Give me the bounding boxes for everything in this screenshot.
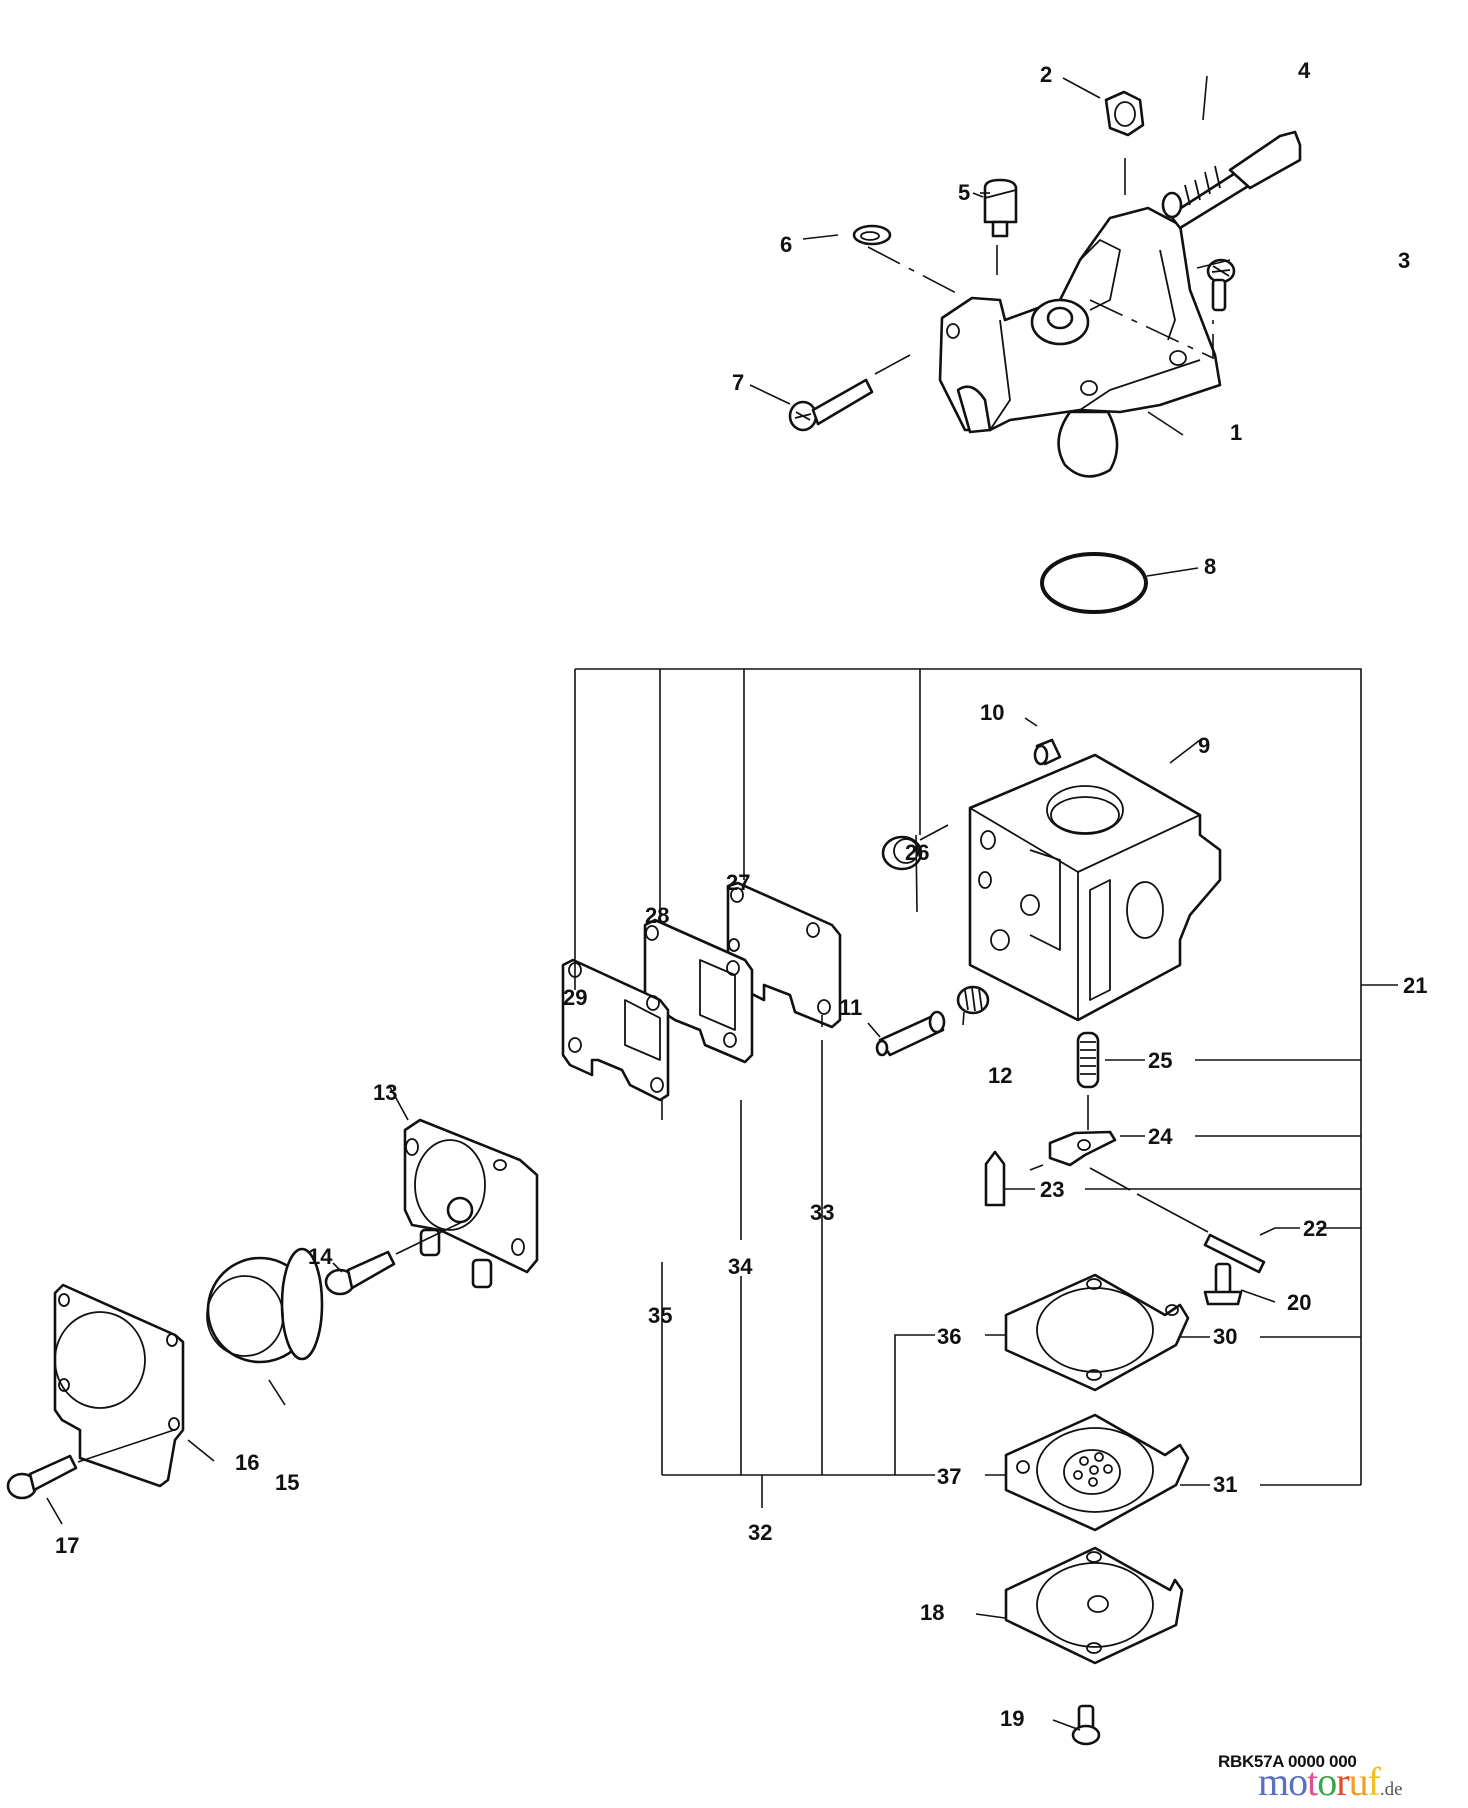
drawing-code: RBK57A 0000 000: [1218, 1752, 1357, 1771]
part-16-retainer-plate[interactable]: [53, 1283, 185, 1488]
part-11-needle[interactable]: [875, 1010, 946, 1057]
callout-7[interactable]: 7: [732, 370, 744, 395]
callout-29[interactable]: 29: [563, 985, 587, 1010]
part-12-spring[interactable]: [956, 985, 990, 1015]
logo-letter: m: [1258, 1759, 1289, 1804]
callout-10[interactable]: 10: [980, 700, 1004, 725]
part-3-screw[interactable]: [1206, 258, 1236, 312]
part-2-hex-nut[interactable]: [1104, 90, 1145, 137]
callout-16[interactable]: 16: [235, 1450, 259, 1475]
callout-18[interactable]: 18: [920, 1600, 944, 1625]
part-18-cover[interactable]: [1004, 1546, 1184, 1665]
part-23-inlet-needle[interactable]: [984, 1150, 1006, 1207]
part-20-screw[interactable]: [1203, 1262, 1243, 1306]
callout-labels: 1 2 3 4 5 6 7 8 9 10 11 12 13 14 15 16 1…: [55, 58, 1427, 1731]
callout-23[interactable]: 23: [1040, 1177, 1064, 1202]
part-28-diaphragm[interactable]: [643, 918, 754, 1064]
part-30-gasket[interactable]: [1004, 1273, 1190, 1392]
part-9-carburetor-body[interactable]: [968, 753, 1222, 1022]
callout-33[interactable]: 33: [810, 1200, 834, 1225]
callout-13[interactable]: 13: [373, 1080, 397, 1105]
callout-2[interactable]: 2: [1040, 62, 1052, 87]
leader-lines: [46, 75, 1398, 1731]
part-6-e-clip[interactable]: [852, 224, 892, 246]
callout-11[interactable]: 11: [839, 995, 862, 1020]
part-15-primer-bulb[interactable]: [206, 1247, 324, 1364]
callout-22[interactable]: 22: [1303, 1216, 1327, 1241]
callout-28[interactable]: 28: [645, 903, 669, 928]
callout-9[interactable]: 9: [1198, 733, 1210, 758]
callout-6[interactable]: 6: [780, 232, 792, 257]
logo-letter: f: [1367, 1759, 1381, 1804]
callout-37[interactable]: 37: [937, 1464, 961, 1489]
callout-15[interactable]: 15: [275, 1470, 299, 1495]
callout-32[interactable]: 32: [748, 1520, 772, 1545]
part-13-pump-cover[interactable]: [403, 1118, 539, 1289]
logo-tld: .de: [1379, 1779, 1403, 1800]
callout-19[interactable]: 19: [1000, 1706, 1024, 1731]
callout-8[interactable]: 8: [1204, 554, 1216, 579]
part-7-long-screw[interactable]: [788, 378, 874, 432]
callout-4[interactable]: 4: [1298, 58, 1311, 83]
callout-1[interactable]: 1: [1230, 420, 1242, 445]
callout-31[interactable]: 31: [1213, 1472, 1237, 1497]
part-24-lever[interactable]: [1048, 1130, 1117, 1167]
callout-36[interactable]: 36: [937, 1324, 961, 1349]
part-4-adjusting-bolt[interactable]: [1161, 130, 1302, 230]
callout-30[interactable]: 30: [1213, 1324, 1237, 1349]
motoruf-logo: motoruf.de: [1258, 1762, 1403, 1808]
callout-17[interactable]: 17: [55, 1533, 79, 1558]
part-8-o-ring[interactable]: [1040, 552, 1148, 614]
part-10-plug[interactable]: [1033, 738, 1062, 766]
callout-35[interactable]: 35: [648, 1303, 672, 1328]
part-17-screw[interactable]: [6, 1454, 78, 1500]
logo-letter: t: [1307, 1759, 1318, 1804]
part-14-screw[interactable]: [324, 1250, 396, 1296]
callout-14[interactable]: 14: [308, 1244, 333, 1269]
part-1-throttle-plate[interactable]: [938, 206, 1222, 478]
callout-24[interactable]: 24: [1148, 1124, 1173, 1149]
callout-20[interactable]: 20: [1287, 1290, 1311, 1315]
part-5-idle-screw[interactable]: [983, 178, 1018, 238]
part-29-gasket[interactable]: [561, 958, 670, 1102]
logo-letter: o: [1288, 1759, 1308, 1804]
part-26-welch-plug[interactable]: [881, 835, 923, 871]
part-25-spring[interactable]: [1076, 1031, 1100, 1089]
logo-letter: r: [1336, 1759, 1349, 1804]
logo-letter: u: [1348, 1759, 1369, 1804]
part-22-pin[interactable]: [1203, 1233, 1266, 1274]
callout-26[interactable]: 26: [905, 840, 929, 865]
callout-34[interactable]: 34: [728, 1254, 753, 1279]
part-27-gasket[interactable]: [726, 881, 842, 1029]
callout-3[interactable]: 3: [1398, 248, 1410, 273]
part-19-screw[interactable]: [1071, 1704, 1101, 1746]
callout-12[interactable]: 12: [988, 1063, 1012, 1088]
callout-27[interactable]: 27: [726, 870, 750, 895]
callout-25[interactable]: 25: [1148, 1048, 1172, 1073]
callout-21[interactable]: 21: [1403, 973, 1427, 998]
callout-5[interactable]: 5: [958, 180, 970, 205]
part-31-diaphragm[interactable]: [1004, 1413, 1190, 1532]
logo-letter: o: [1317, 1759, 1337, 1804]
